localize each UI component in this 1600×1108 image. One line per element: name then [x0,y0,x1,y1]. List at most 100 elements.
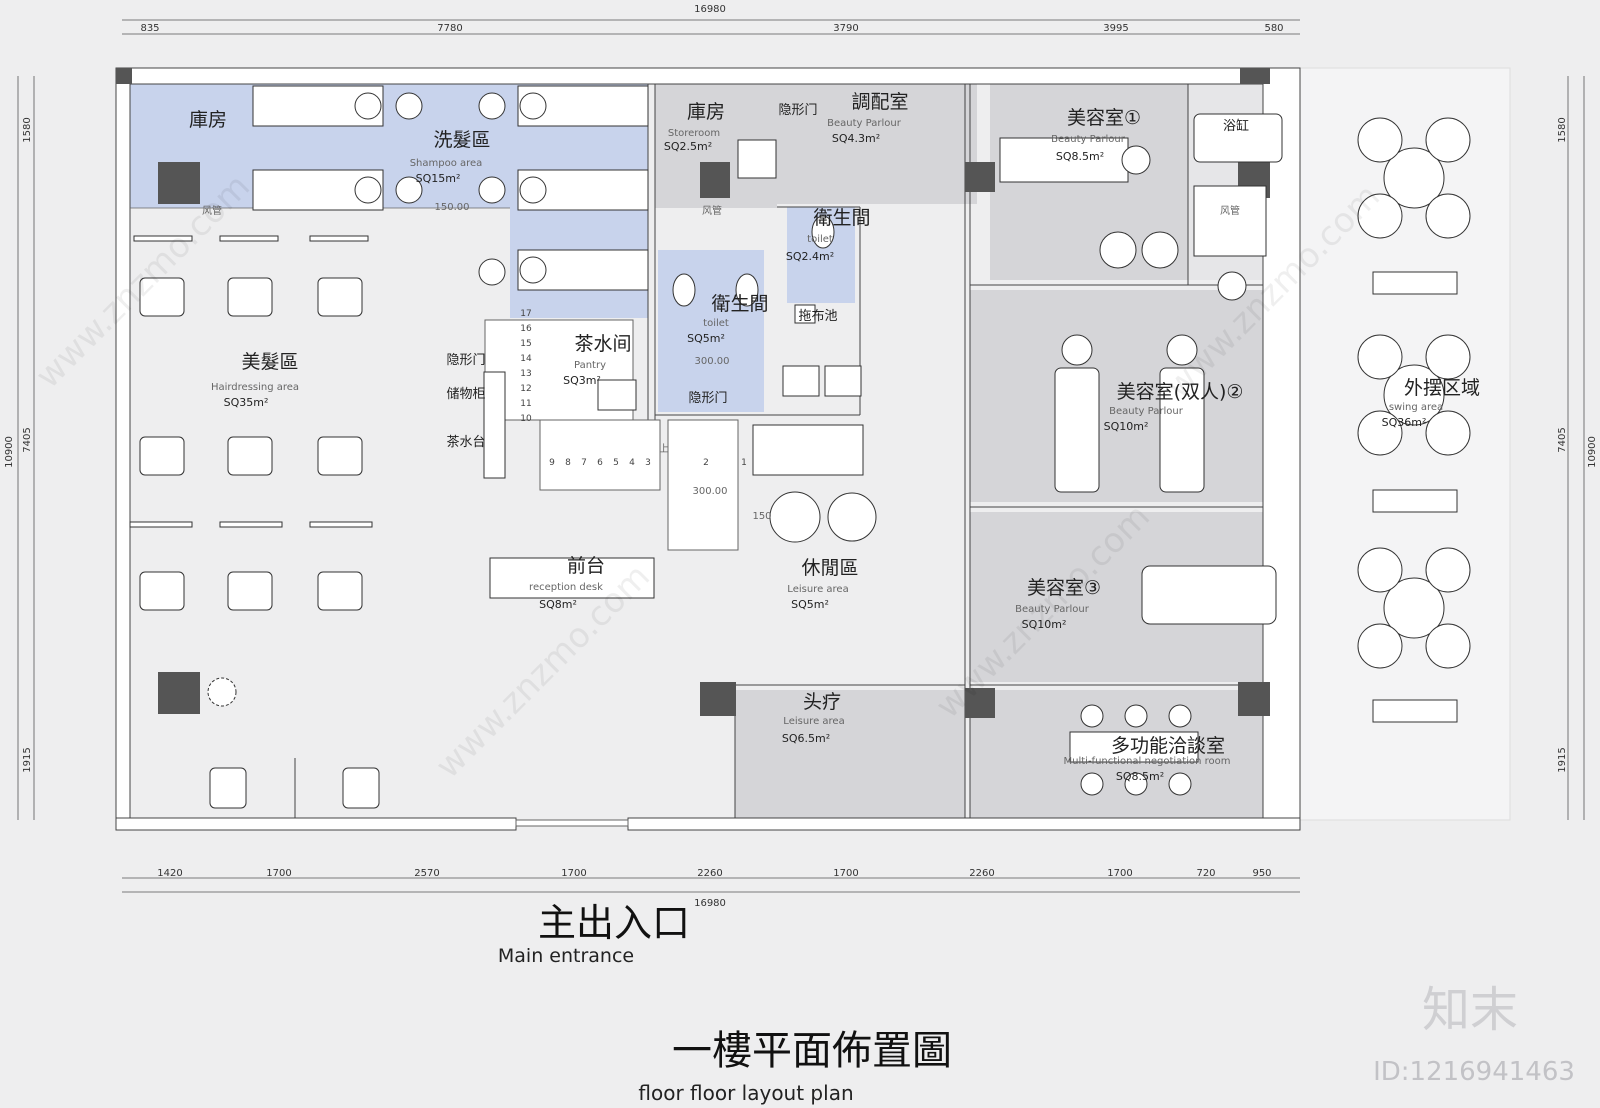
label-pantry-sq: SQ3m² [563,374,601,387]
dim-top-3: 3995 [1103,23,1128,34]
stair-number: 3 [645,458,651,468]
label-leisure-en: Leisure area [787,584,848,595]
entrance-door [515,819,629,827]
wall-south-right [627,817,1301,831]
label-hidden-door1: 隐形门 [778,103,817,118]
label-beauty3-en: Beauty Parlour [1015,604,1090,615]
wall-south-left [115,817,517,831]
label-shampoo-en: Shampoo area [410,158,483,169]
label-pantry: 茶水间 [574,333,631,355]
wall-north [115,67,1301,85]
label-misc-150b: 150 [752,511,771,522]
label-misc-150: 150.00 [435,202,470,213]
label-pantry-en: Pantry [574,360,606,371]
label-beauty2: 美容室(双人)② [1117,381,1244,403]
stair-number: 6 [597,458,603,468]
label-beauty3: 美容室③ [1027,577,1101,599]
lounge-furniture [489,424,877,599]
label-stair-up: 上 [659,443,669,455]
label-toilet2-en: toilet [703,318,729,329]
dim-bottom-4: 2260 [697,868,722,879]
label-duct1: 风管 [202,204,222,217]
dim-right-1: 7405 [1557,427,1568,452]
shampoo-beds [252,85,649,291]
label-dispensing-sq: SQ4.3m² [832,132,880,145]
label-hairdressing-en: Hairdressing area [211,382,299,393]
stair-number: 14 [520,354,532,364]
label-outdoor-sq: SQ36m² [1382,416,1427,429]
label-storeroom2-en: Storeroom [668,128,720,139]
label-shampoo: 洗髮區 [433,129,490,151]
structural-columns [116,68,1270,718]
label-dispensing: 調配室 [851,91,908,113]
stair-number: 15 [520,339,531,349]
label-bathtub: 浴缸 [1223,118,1249,134]
dim-top-4: 580 [1264,23,1283,34]
label-leisure-sq: SQ5m² [791,598,829,611]
label-tea-station: 茶水台 [446,434,485,450]
stair-number: 13 [520,369,531,379]
label-dispensing-en: Beauty Parlour [827,118,902,129]
brand-logo: 知末 [1422,982,1518,1038]
stair-number: 2 [703,458,709,468]
stair-number: 17 [520,309,531,319]
label-headtherapy-en: Leisure area [783,716,844,727]
entrance-label-en: Main entrance [498,945,634,967]
dim-left-1: 7405 [22,427,33,452]
label-mop-pool: 拖布池 [798,309,837,324]
label-hidden-door2: 隐形门 [446,353,485,368]
stair-number: 8 [565,458,571,468]
dim-top-0: 835 [140,23,159,34]
label-beauty2-sq: SQ10m² [1104,420,1149,433]
label-beauty2-en: Beauty Parlour [1109,406,1184,417]
dim-bottom-8: 720 [1196,868,1215,879]
dim-bottom-2: 2570 [414,868,439,879]
wall-west [115,67,131,821]
dim-right-0: 1580 [1557,117,1568,142]
dim-right-2: 1915 [1557,747,1568,772]
brand-id: ID:1216941463 [1373,1057,1575,1087]
dispensing-zone [777,84,977,204]
label-toilet2-sq: SQ5m² [687,332,725,345]
label-beauty1-sq: SQ8.5m² [1056,150,1104,163]
dim-bottom-5: 1700 [833,868,858,879]
stair-number: 16 [520,324,532,334]
room-labels: 庫房 洗髮區 Shampoo area SQ15m² 庫房 Storeroom … [189,91,1480,783]
label-storage-cabinet: 储物柜 [446,387,485,402]
label-beauty1: 美容室① [1067,107,1141,129]
label-negotiation-sq: SQ8.5m² [1116,770,1164,783]
dim-bottom-6: 2260 [969,868,994,879]
headtherapy-zone [735,690,965,818]
label-duct2: 风管 [702,204,722,217]
label-shampoo-sq: SQ15m² [416,172,461,185]
label-outdoor-en: swing area [1389,402,1443,413]
staircase [483,319,739,551]
plan-title-en: floor floor layout plan [638,1081,853,1105]
label-negotiation: 多功能洽談室 [1111,735,1225,757]
label-headtherapy: 头疗 [803,691,841,713]
toilet-fixtures [597,139,862,411]
dim-top-total: 16980 [694,4,726,15]
plan-title: 一樓平面佈置圖 [672,1028,952,1074]
label-hidden-door3: 隐形门 [688,391,727,406]
label-hairdressing: 美髮區 [241,351,298,373]
stair-number: 12 [520,384,531,394]
stair-number: 1 [741,458,747,468]
label-negotiation-en: Multi-functional negotiation room [1064,756,1231,767]
dim-left-2: 1915 [22,747,33,772]
label-hairdressing-sq: SQ35m² [224,396,269,409]
dim-bottom-total: 16980 [694,898,726,909]
stair-number: 9 [549,458,555,468]
dim-right-total: 10900 [1587,436,1598,468]
label-toilet1: 衛生間 [813,207,870,229]
dim-bottom-1: 1700 [266,868,291,879]
label-beauty1-en: Beauty Parlour [1051,134,1126,145]
label-storeroom1: 庫房 [189,109,227,131]
label-toilet2: 衛生間 [711,293,768,315]
label-storeroom2-sq: SQ2.5m² [664,140,712,153]
dim-bottom-3: 1700 [561,868,586,879]
dimension-lines [17,19,1585,893]
dim-bottom-9: 950 [1252,868,1271,879]
